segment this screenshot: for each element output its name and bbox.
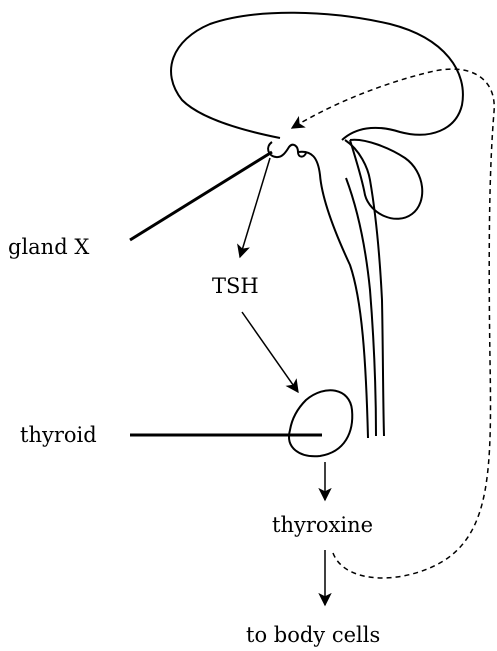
tsh-label: TSH (212, 276, 259, 297)
body-cells-label: to body cells (246, 625, 380, 646)
spinal-cord-right (345, 140, 384, 436)
arrow-tsh-to-thyroid (242, 312, 298, 392)
gland-x-pointer (130, 152, 272, 240)
arrow-gland-to-tsh (240, 158, 270, 257)
thyroid-label: thyroid (20, 425, 97, 446)
spinal-cord-left (298, 152, 368, 438)
cerebellum (350, 140, 422, 219)
thyroxine-label: thyroxine (272, 515, 373, 536)
gland-x-shape (268, 142, 306, 157)
thyroid-gland (289, 390, 352, 456)
gland-x-label: gland X (8, 237, 89, 258)
brain-outline (171, 13, 463, 140)
spinal-cord-inner (346, 178, 376, 436)
feedback-loop-dashed (292, 69, 494, 578)
